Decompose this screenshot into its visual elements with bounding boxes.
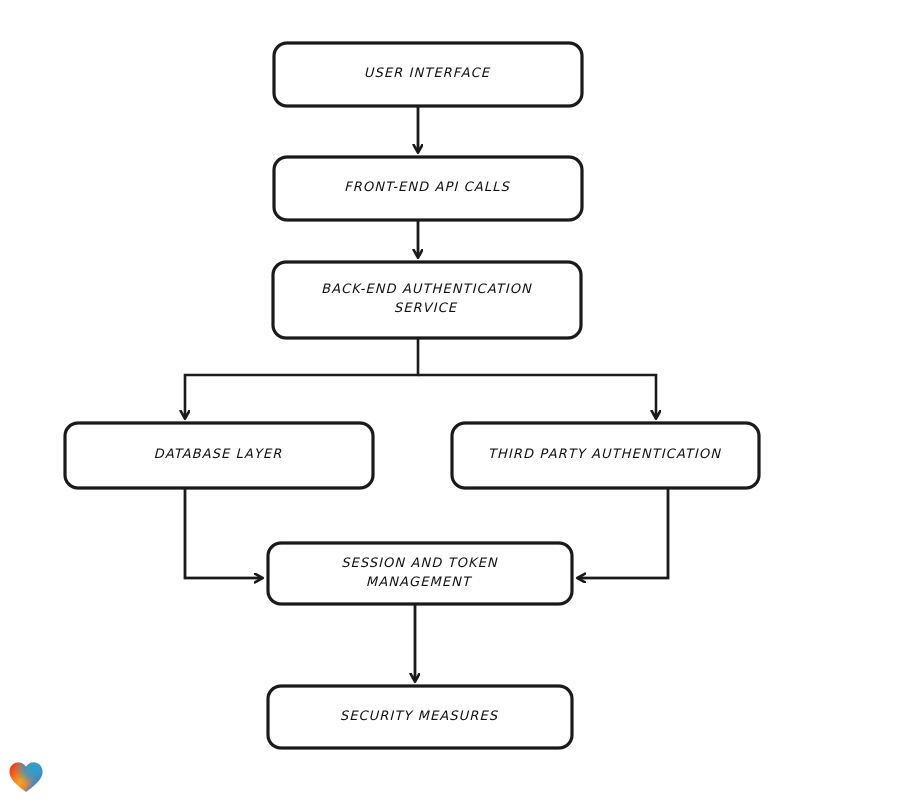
edge-database-to-session bbox=[183, 488, 262, 578]
node-session-and-token-management[interactable] bbox=[266, 541, 574, 606]
node-security-measures[interactable] bbox=[266, 684, 574, 750]
heart-icon bbox=[9, 762, 43, 792]
edge-third-party-to-session bbox=[578, 488, 670, 578]
edge-backend-to-third-party bbox=[418, 373, 656, 418]
edge-backend-to-database bbox=[185, 338, 420, 418]
node-database-layer[interactable] bbox=[63, 421, 375, 490]
node-back-end-authentication-service[interactable] bbox=[271, 260, 583, 340]
node-user-interface[interactable] bbox=[272, 41, 584, 108]
node-front-end-api-calls[interactable] bbox=[272, 155, 584, 222]
node-third-party-authentication[interactable] bbox=[450, 421, 761, 490]
